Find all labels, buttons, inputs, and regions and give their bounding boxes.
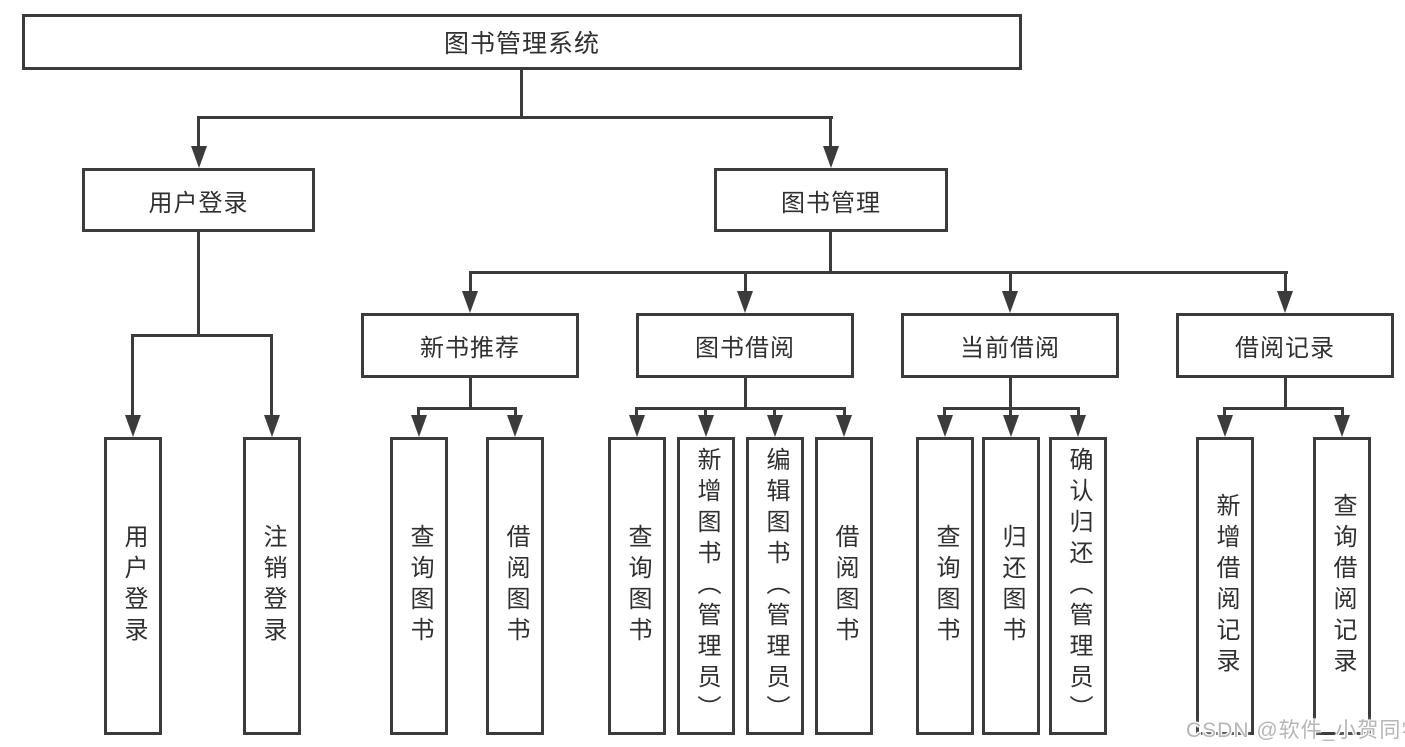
connector-line xyxy=(1077,407,1080,419)
arrowhead-down xyxy=(1070,415,1086,437)
connector-line xyxy=(131,334,134,417)
arrowhead-down xyxy=(462,291,478,313)
connector-line xyxy=(1009,271,1012,295)
leaf-user-login: 用户登录 xyxy=(104,437,162,735)
arrowhead-down xyxy=(1277,291,1293,313)
leaf-return-books: 归还图书 xyxy=(982,437,1040,735)
arrowhead-down xyxy=(264,415,280,437)
connector-line xyxy=(829,232,832,274)
connector-line xyxy=(197,232,200,337)
leaf-query-books-recommend: 查询图书 xyxy=(390,437,448,735)
arrowhead-down xyxy=(629,415,645,437)
connector-line xyxy=(744,378,747,410)
leaf-label: 确认归还（管理员） xyxy=(1065,446,1092,726)
leaf-query-books-borrow: 查询图书 xyxy=(608,437,666,735)
arrowhead-down xyxy=(836,415,852,437)
connector-line xyxy=(635,407,846,410)
connector-line xyxy=(744,271,747,295)
arrowhead-down xyxy=(937,415,953,437)
leaf-label: 用户登录 xyxy=(120,524,147,648)
leaf-logout: 注销登录 xyxy=(243,437,301,735)
connector-line xyxy=(1223,407,1226,419)
leaf-add-books-admin: 新增图书（管理员） xyxy=(677,437,735,735)
arrowhead-down xyxy=(507,415,523,437)
leaf-label: 查询图书 xyxy=(932,524,959,648)
node-root: 图书管理系统 xyxy=(22,14,1022,70)
connector-line xyxy=(469,271,472,295)
connector-line xyxy=(1284,378,1287,410)
connector-line xyxy=(1341,407,1344,419)
connector-line xyxy=(1223,407,1344,410)
connector-line xyxy=(1009,407,1012,419)
node-current-borrow: 当前借阅 xyxy=(901,313,1119,378)
leaf-borrow-books-recommend: 借阅图书 xyxy=(486,437,544,735)
leaf-label: 新增图书（管理员） xyxy=(693,446,720,726)
leaf-label: 借阅图书 xyxy=(502,524,529,648)
node-user-login: 用户登录 xyxy=(82,168,315,232)
leaf-edit-books-admin: 编辑图书（管理员） xyxy=(746,437,804,735)
node-borrow-records: 借阅记录 xyxy=(1176,313,1394,378)
connector-line xyxy=(520,70,523,119)
arrowhead-down xyxy=(823,146,839,168)
leaf-label: 借阅图书 xyxy=(831,524,858,648)
leaf-borrow-books-borrow: 借阅图书 xyxy=(815,437,873,735)
connector-line xyxy=(635,407,638,419)
leaf-add-borrow-record: 新增借阅记录 xyxy=(1196,437,1254,735)
connector-line xyxy=(417,407,420,419)
connector-line xyxy=(1284,271,1287,295)
connector-line xyxy=(131,334,273,337)
connector-line xyxy=(773,407,776,419)
connector-line xyxy=(829,116,832,148)
arrowhead-down xyxy=(191,146,207,168)
connector-line xyxy=(843,407,846,419)
leaf-label: 注销登录 xyxy=(259,524,286,648)
arrowhead-down xyxy=(737,291,753,313)
leaf-query-books-current: 查询图书 xyxy=(916,437,974,735)
leaf-label: 新增借阅记录 xyxy=(1212,493,1239,679)
leaf-label: 查询借阅记录 xyxy=(1329,493,1356,679)
connector-line xyxy=(704,407,707,419)
arrowhead-down xyxy=(767,415,783,437)
arrowhead-down xyxy=(125,415,141,437)
connector-line xyxy=(1009,378,1012,410)
arrowhead-down xyxy=(1334,415,1350,437)
arrowhead-down xyxy=(1003,415,1019,437)
leaf-label: 编辑图书（管理员） xyxy=(762,446,789,726)
watermark: CSDN @软件_小贺同学 xyxy=(1186,719,1405,742)
leaf-query-borrow-record: 查询借阅记录 xyxy=(1313,437,1371,735)
arrowhead-down xyxy=(411,415,427,437)
arrowhead-down xyxy=(698,415,714,437)
leaf-label: 查询图书 xyxy=(624,524,651,648)
node-new-book-recommend: 新书推荐 xyxy=(361,313,579,378)
connector-line xyxy=(943,407,946,419)
connector-line xyxy=(469,271,1288,274)
arrowhead-down xyxy=(1217,415,1233,437)
node-book-management: 图书管理 xyxy=(714,168,948,232)
node-book-borrow: 图书借阅 xyxy=(636,313,854,378)
arrowhead-down xyxy=(1002,291,1018,313)
connector-line xyxy=(469,378,472,410)
leaf-label: 查询图书 xyxy=(406,524,433,648)
connector-line xyxy=(197,116,200,148)
leaf-confirm-return-admin: 确认归还（管理员） xyxy=(1049,437,1107,735)
leaf-label: 归还图书 xyxy=(998,524,1025,648)
connector-line xyxy=(514,407,517,419)
connector-line xyxy=(197,116,833,119)
connector-line xyxy=(270,334,273,417)
connector-line xyxy=(417,407,517,410)
